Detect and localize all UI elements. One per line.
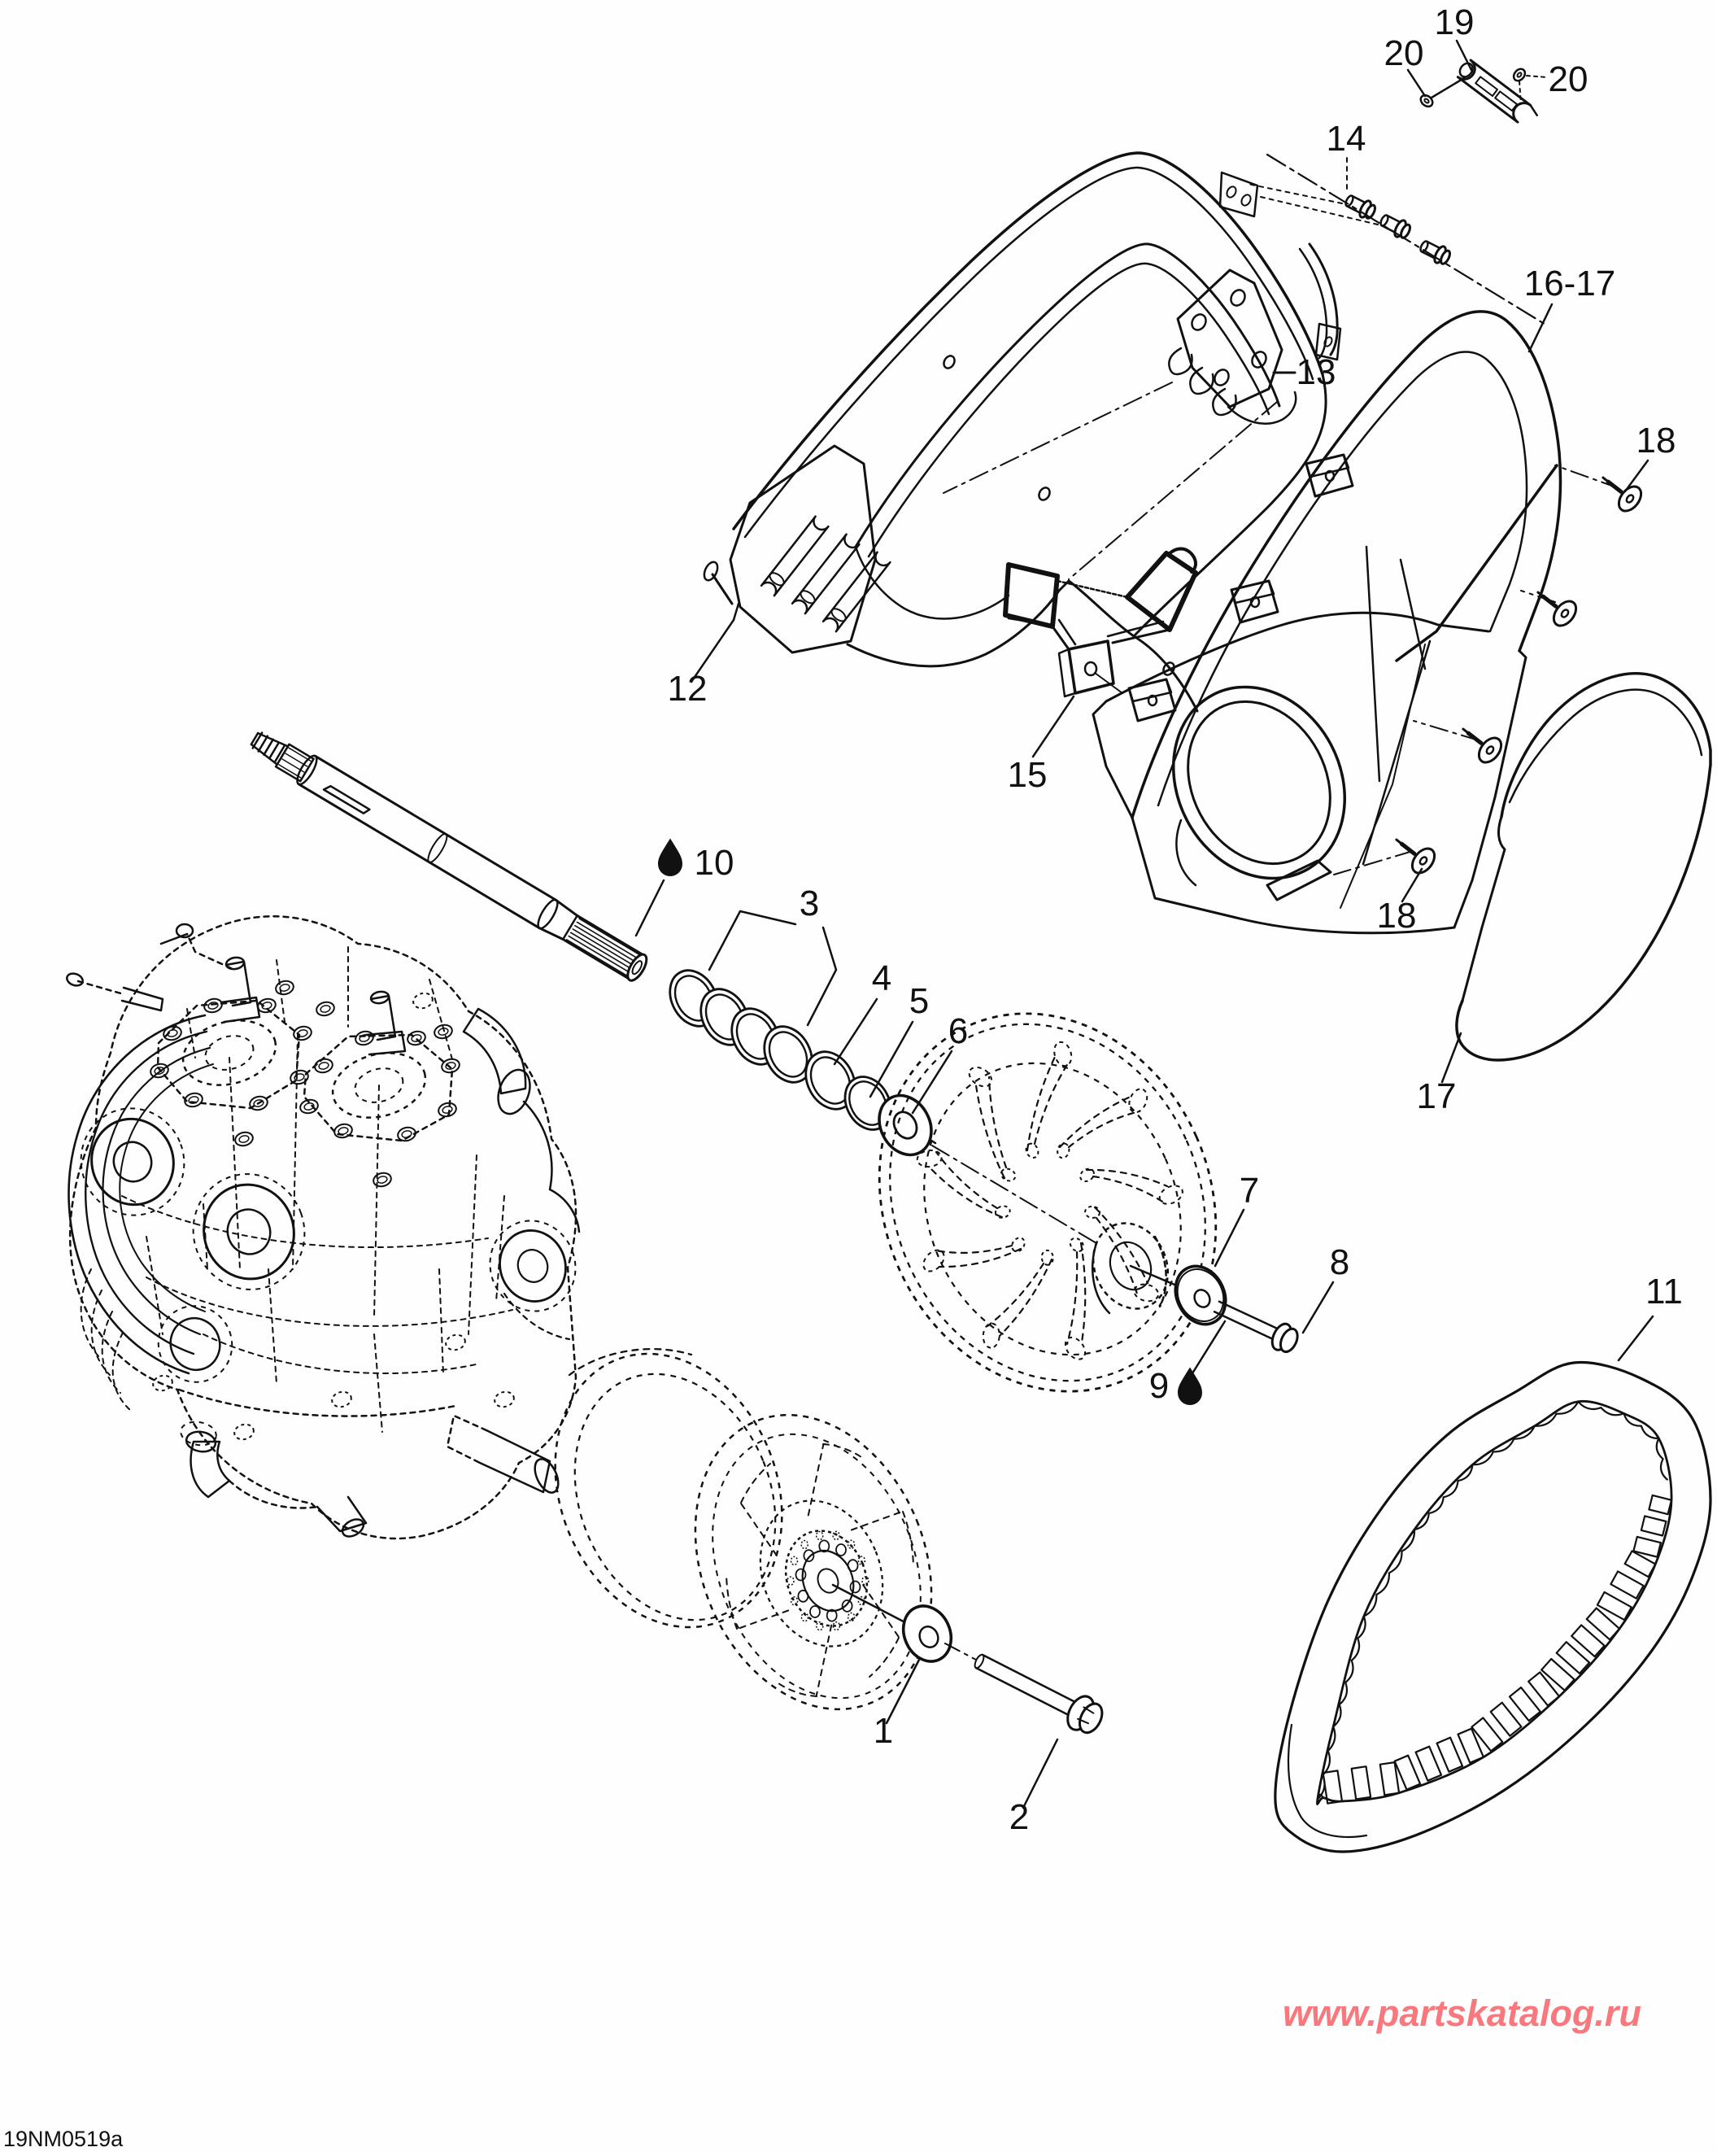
- svg-text:5: 5: [909, 981, 929, 1021]
- svg-text:8: 8: [1330, 1242, 1349, 1282]
- svg-text:11: 11: [1645, 1272, 1683, 1311]
- svg-text:17: 17: [1417, 1076, 1457, 1116]
- svg-text:7: 7: [1240, 1171, 1259, 1211]
- svg-text:13: 13: [1296, 352, 1336, 392]
- svg-text:10: 10: [695, 843, 734, 883]
- svg-text:4: 4: [872, 958, 891, 998]
- svg-text:19: 19: [1435, 2, 1475, 42]
- svg-text:19NM0519a: 19NM0519a: [3, 2127, 124, 2151]
- svg-text:14: 14: [1327, 119, 1366, 159]
- svg-text:20: 20: [1549, 59, 1588, 99]
- svg-text:www.partskatalog.ru: www.partskatalog.ru: [1283, 1992, 1641, 2034]
- svg-text:18: 18: [1377, 896, 1417, 936]
- svg-text:12: 12: [668, 669, 708, 709]
- svg-text:3: 3: [800, 884, 819, 923]
- svg-text:18: 18: [1636, 421, 1676, 460]
- svg-text:16-17: 16-17: [1524, 264, 1616, 303]
- svg-text:9: 9: [1149, 1366, 1169, 1406]
- svg-text:20: 20: [1384, 33, 1424, 73]
- svg-text:15: 15: [1008, 755, 1048, 795]
- svg-text:6: 6: [948, 1011, 968, 1051]
